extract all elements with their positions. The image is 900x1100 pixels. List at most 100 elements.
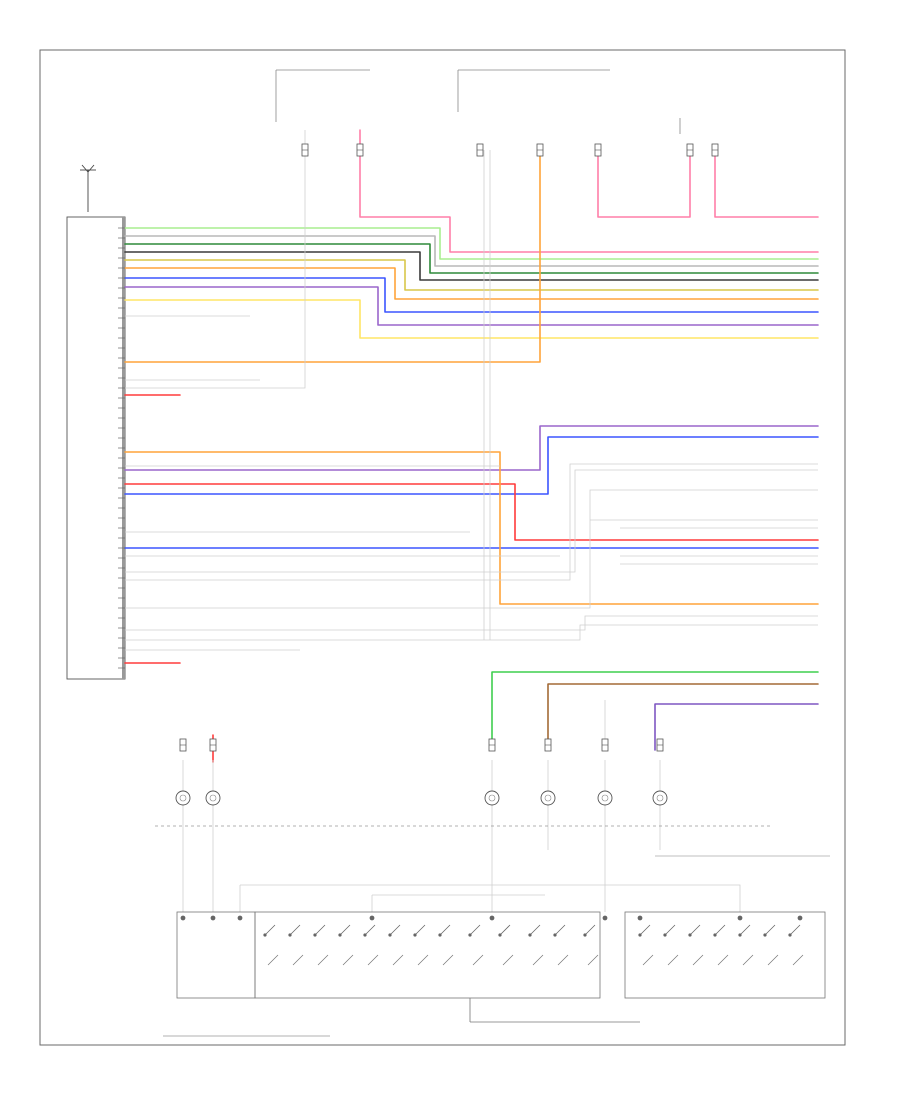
switch-contact-icon <box>342 954 354 966</box>
switch-contact-icon <box>639 924 651 936</box>
switch-contact-icon <box>529 924 541 936</box>
splice-dot-icon <box>210 915 216 921</box>
switch-contacts <box>180 915 804 966</box>
switch-contact-icon <box>714 924 726 936</box>
wire-brn-21 <box>547 683 819 751</box>
switch-contact-icon <box>689 924 701 936</box>
splice-dot-icon <box>737 915 743 921</box>
overlay-wire-2 <box>125 130 306 389</box>
switch-pivot-icon <box>638 933 642 937</box>
page-border <box>39 49 846 1046</box>
switch-pivot-icon <box>498 933 502 937</box>
splice-dot-icon <box>237 915 243 921</box>
switch-pivot-icon <box>713 933 717 937</box>
switch-pivot-icon <box>338 933 342 937</box>
switch-contact-icon <box>442 954 454 966</box>
sensor-icon <box>540 790 556 806</box>
overlay-layer <box>118 130 818 912</box>
switch-contact-icon <box>264 924 276 936</box>
switch-pivot-icon <box>263 933 267 937</box>
wire-blu-14 <box>124 436 819 495</box>
switch-contact-icon <box>739 924 751 936</box>
switch-contact-icon <box>557 954 569 966</box>
splice-dot-icon <box>637 915 643 921</box>
wire-vio-22 <box>654 703 819 751</box>
wires-layer <box>124 129 819 763</box>
switch-pivot-icon <box>363 933 367 937</box>
antenna-icon <box>80 164 96 212</box>
sensor-icon <box>175 790 191 806</box>
switch-contact-icon <box>289 924 301 936</box>
switch-contact-icon <box>364 924 376 936</box>
sensor-icon <box>652 790 668 806</box>
switch-contact-icon <box>392 954 404 966</box>
switch-pivot-icon <box>468 933 472 937</box>
switch-contact-icon <box>692 954 704 966</box>
overlay-wire-9 <box>125 615 818 631</box>
wire-ppl-13 <box>124 425 819 471</box>
switch-contact-icon <box>439 924 451 936</box>
sensor-inner-icon <box>209 794 217 802</box>
wire-pink-2 <box>714 149 819 218</box>
wire-lt-grn-3 <box>124 227 819 260</box>
overlay-wire-7 <box>125 463 818 581</box>
wire-grn-20 <box>491 671 819 751</box>
switch-contact-icon <box>292 954 304 966</box>
switch-pivot-icon <box>688 933 692 937</box>
splice-dot-icon <box>489 915 495 921</box>
top-harness-connectors <box>275 69 681 134</box>
switch-contact-icon <box>584 924 596 936</box>
switch-contact-icon <box>472 954 484 966</box>
switch-pivot-icon <box>763 933 767 937</box>
switch-pivot-icon <box>413 933 417 937</box>
wire-blu-9 <box>124 277 819 313</box>
switch-contact-icon <box>389 924 401 936</box>
splice-dot-icon <box>797 915 803 921</box>
sensor-icon <box>484 790 500 806</box>
switch-contact-icon <box>502 954 514 966</box>
switch-pivot-icon <box>528 933 532 937</box>
switch-contact-icon <box>554 924 566 936</box>
wire-dk-grn-5 <box>124 243 819 274</box>
sensor-inner-icon <box>544 794 552 802</box>
switch-pivot-icon <box>553 933 557 937</box>
wire-ppl-10 <box>124 286 819 326</box>
switch-contact-icon <box>317 954 329 966</box>
switch-contact-icon <box>587 954 599 966</box>
switch-pivot-icon <box>788 933 792 937</box>
switch-contact-icon <box>667 954 679 966</box>
switch-pivot-icon <box>313 933 317 937</box>
wire-orn-17 <box>124 451 819 605</box>
wire-yel-11 <box>124 299 819 339</box>
switch-pivot-icon <box>388 933 392 937</box>
switch-contact-icon <box>417 954 429 966</box>
switch-contact-icon <box>717 954 729 966</box>
switch-contact-icon <box>339 924 351 936</box>
wire-orn-12 <box>124 149 541 363</box>
switch-contact-icon <box>532 954 544 966</box>
sensor-inner-icon <box>488 794 496 802</box>
wire-red-15 <box>124 483 819 541</box>
switch-contact-icon <box>792 954 804 966</box>
switch-contact-icon <box>367 954 379 966</box>
sensor-inner-icon <box>656 794 664 802</box>
switch-pivot-icon <box>663 933 667 937</box>
right-switch-box <box>624 911 826 999</box>
switch-contact-icon <box>314 924 326 936</box>
sensor-inner-icon <box>179 794 187 802</box>
switch-contact-icon <box>764 924 776 936</box>
wire-pink-0 <box>359 129 819 253</box>
switch-contact-icon <box>664 924 676 936</box>
sensor-icon <box>597 790 613 806</box>
sensor-inner-icon <box>601 794 609 802</box>
switch-contact-icon <box>789 924 801 936</box>
wire-gry-4 <box>124 235 819 267</box>
switch-contact-icon <box>767 954 779 966</box>
switch-pivot-icon <box>738 933 742 937</box>
switch-contact-icon <box>742 954 754 966</box>
switch-pivot-icon <box>438 933 442 937</box>
wire-yel-blk-7 <box>124 259 819 291</box>
splice-dot-icon <box>602 915 608 921</box>
